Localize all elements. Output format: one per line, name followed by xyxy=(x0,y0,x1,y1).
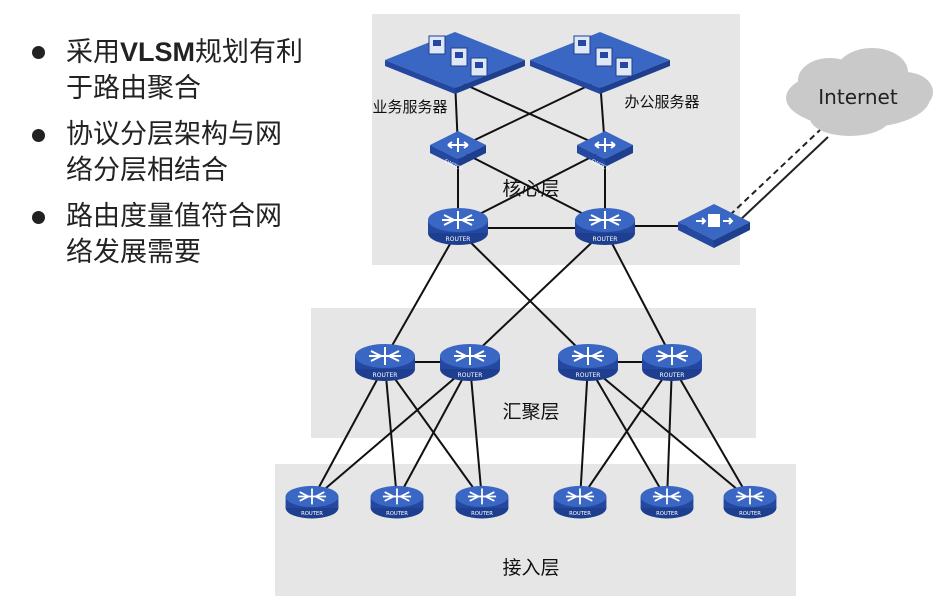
access-router-4: ROUTER xyxy=(552,485,608,520)
internet-cloud: Internet xyxy=(786,48,933,136)
access-layer-panel xyxy=(275,464,796,596)
bullet-item-1: 采用VLSM规划有利于路由聚合 xyxy=(24,34,324,107)
svg-text:ROUTER: ROUTER xyxy=(471,511,493,517)
firewall-icon xyxy=(678,204,750,248)
aggregation-router-3: ROUTER xyxy=(557,343,619,382)
aggregation-router-2: ROUTER xyxy=(439,343,501,382)
bullet-2-text: 协议分层架构与网络分层相结合 xyxy=(66,119,282,186)
svg-text:ROUTER: ROUTER xyxy=(660,372,685,379)
bullet-dot xyxy=(32,211,45,224)
office-server-label: 办公服务器 xyxy=(624,93,699,111)
core-router-right: ROUTER xyxy=(574,207,636,246)
bullet-item-2: 协议分层架构与网络分层相结合 xyxy=(24,117,324,189)
aggregation-layer-label: 汇聚层 xyxy=(502,401,559,423)
svg-text:ROUTER: ROUTER xyxy=(301,511,323,517)
bullet-1-post: 规划有利于路由聚合 xyxy=(66,37,304,104)
svg-text:ROUTER: ROUTER xyxy=(656,511,678,517)
access-router-2: ROUTER xyxy=(369,485,425,520)
svg-text:ROUTER: ROUTER xyxy=(458,372,483,379)
bullet-dot xyxy=(32,129,45,142)
bullet-3-text: 路由度量值符合网络发展需要 xyxy=(66,201,282,268)
access-router-6: ROUTER xyxy=(722,485,778,520)
svg-text:ROUTER: ROUTER xyxy=(569,511,591,517)
bullet-list: 采用VLSM规划有利于路由聚合 协议分层架构与网络分层相结合 路由度量值符合网络… xyxy=(24,34,324,281)
svg-text:ROUTER: ROUTER xyxy=(576,372,601,379)
svg-text:ROUTER: ROUTER xyxy=(446,236,471,243)
internet-link xyxy=(737,136,829,223)
access-router-1: ROUTER xyxy=(284,485,340,520)
svg-text:ROUTER: ROUTER xyxy=(373,372,398,379)
svg-text:ROUTER: ROUTER xyxy=(386,511,408,517)
svg-text:ROUTER: ROUTER xyxy=(593,236,618,243)
access-layer-label: 接入层 xyxy=(502,557,559,579)
bullet-1-bold: VLSM xyxy=(120,37,196,67)
bullet-1-pre: 采用 xyxy=(66,37,120,68)
svg-text:ROUTER: ROUTER xyxy=(739,511,761,517)
internet-label: Internet xyxy=(818,85,898,109)
aggregation-router-4: ROUTER xyxy=(641,343,703,382)
core-router-left: ROUTER xyxy=(427,207,489,246)
access-router-3: ROUTER xyxy=(454,485,510,520)
access-router-5: ROUTER xyxy=(639,485,695,520)
internet-link xyxy=(729,129,821,216)
bullet-dot xyxy=(32,46,45,59)
bullet-item-3: 路由度量值符合网络发展需要 xyxy=(24,199,324,271)
aggregation-router-1: ROUTER xyxy=(354,343,416,382)
core-layer-label: 核心层 xyxy=(502,178,559,200)
business-server-label: 业务服务器 xyxy=(372,98,447,116)
